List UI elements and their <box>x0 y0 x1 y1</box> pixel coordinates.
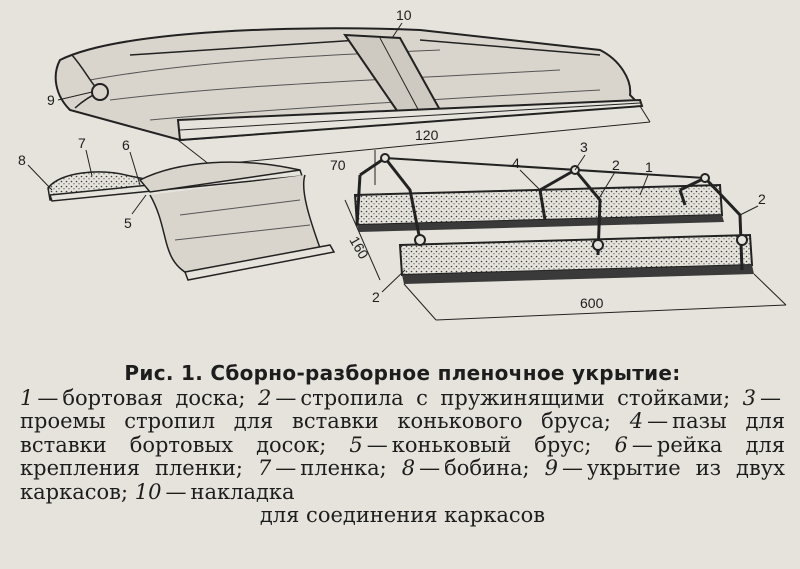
label-2-right: 2 <box>758 191 766 207</box>
item-text: пазы для вставки бортовых досок; <box>20 409 785 457</box>
item-number: 2 <box>257 385 272 410</box>
caption-title: Рис. 1. Сборно-разборное пленочное укрыт… <box>124 361 681 385</box>
item-number: 1 <box>20 385 34 410</box>
film-bobbin-detail: 8 7 6 5 <box>18 135 336 281</box>
label-8: 8 <box>18 152 26 168</box>
assembled-cover: 10 9 120 <box>47 7 651 166</box>
item-text: рейка для крепления пленки; <box>20 432 785 480</box>
dimension-70: 70 <box>330 157 346 173</box>
item-text: коньковый брус; <box>391 432 592 457</box>
item-number: 7 <box>257 456 272 480</box>
label-2-middle: 2 <box>612 157 620 173</box>
item-text: пленка; <box>300 456 387 480</box>
item-number: 4 <box>629 409 644 433</box>
figure-illustration: 10 9 120 8 7 6 5 <box>18 7 787 321</box>
label-9: 9 <box>47 92 55 108</box>
item-number: 8 <box>401 456 416 480</box>
label-2-left: 2 <box>372 289 380 305</box>
item-text: проемы стропил для вставки конькового бр… <box>20 409 611 433</box>
label-4: 4 <box>512 155 520 171</box>
item-number: 10 <box>134 479 162 504</box>
label-5: 5 <box>124 215 132 231</box>
item-number: 9 <box>544 456 558 480</box>
dimension-160: 160 <box>346 233 372 261</box>
frame-assembly: 70 160 600 4 3 2 1 2 2 <box>330 139 787 321</box>
item-text: накладка <box>190 479 295 504</box>
item-text: бобина; <box>444 456 530 480</box>
item-text: стропила с пружинящими стойками; <box>300 385 731 410</box>
label-10: 10 <box>396 7 412 23</box>
label-6: 6 <box>122 137 130 153</box>
caption-last-line: для соединения каркасов <box>259 503 546 527</box>
label-3: 3 <box>580 139 588 155</box>
dimension-600: 600 <box>580 295 604 311</box>
item-number: 6 <box>614 432 628 457</box>
item-number: 3 <box>742 385 756 410</box>
label-1: 1 <box>645 159 653 175</box>
label-7: 7 <box>78 135 86 151</box>
figure-caption: Рис. 1. Сборно-разборное пленочное укрыт… <box>20 361 785 527</box>
item-text: бортовая доска; <box>62 385 246 410</box>
dimension-120: 120 <box>415 127 439 143</box>
item-text: укрытие из двух каркасов; <box>20 456 785 504</box>
item-number: 5 <box>349 432 363 457</box>
